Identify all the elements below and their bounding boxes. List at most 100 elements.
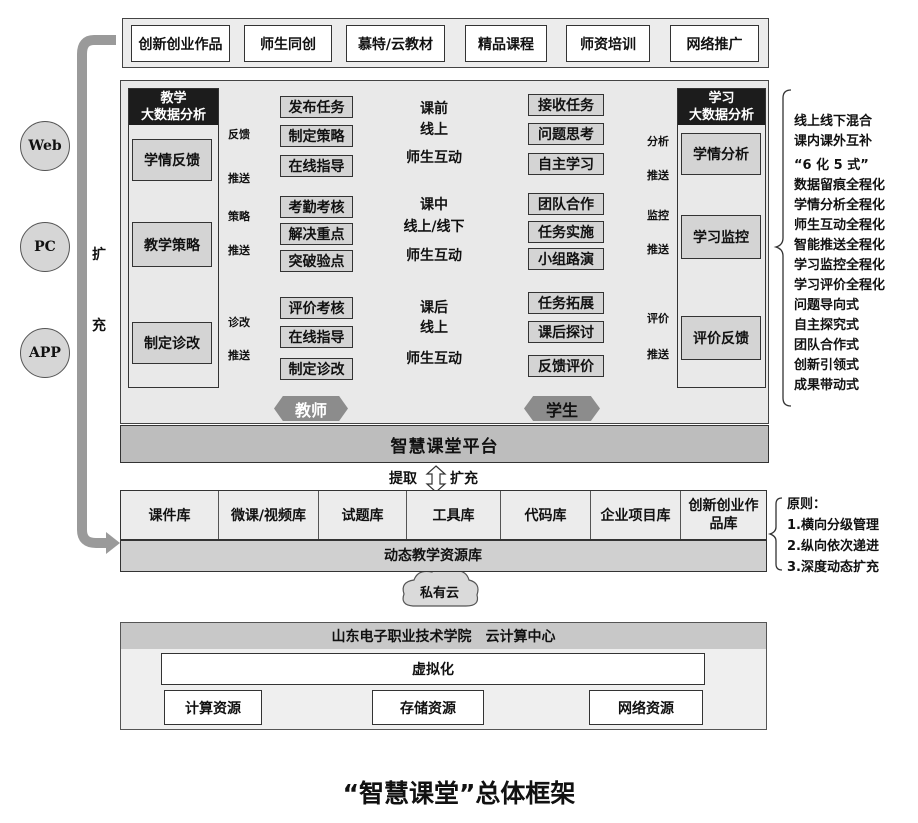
principle-item: 原则： (787, 497, 827, 512)
expand-label-1: 扩 (92, 247, 106, 263)
teacher-task: 评价考核 (280, 297, 353, 319)
product-label: 师资培训 (580, 36, 636, 53)
principle-item: 1.横向分级管理 (787, 518, 879, 533)
phase-interact: 师生互动 (406, 150, 462, 166)
channel-pc: PC (20, 222, 70, 272)
student-link-label: 分析 (647, 135, 669, 148)
product-box: 师资培训 (566, 25, 650, 62)
product-box: 网络推广 (670, 25, 759, 62)
main-panel (120, 80, 769, 424)
teacher-link-label: 推送 (228, 244, 250, 257)
feature-item: 自主探究式 (794, 318, 860, 333)
phase-name: 课后 (420, 300, 448, 316)
library-row: 课件库 微课/视频库 试题库 工具库 代码库 企业项目库 创新创业作品库 (120, 490, 767, 540)
feature-item: 师生互动全程化 (794, 218, 886, 233)
principles-list: 原则： 1.横向分级管理 2.纵向依次递进 3.深度动态扩充 (787, 494, 917, 578)
extract-label: 提取 (389, 471, 417, 487)
product-label: 精品课程 (478, 36, 534, 53)
phase-mode: 线上/线下 (403, 219, 465, 235)
library-cell: 创新创业作品库 (688, 498, 759, 532)
teacher-task: 制定策略 (280, 125, 353, 147)
student-link-label: 推送 (647, 169, 669, 182)
expand-label-2: 充 (92, 318, 106, 334)
teacher-analytics-item: 学情反馈 (132, 139, 212, 181)
library-cell: 代码库 (501, 491, 591, 539)
student-link-label: 监控 (647, 209, 669, 222)
teacher-link-label: 推送 (228, 349, 250, 362)
principle-item: 2.纵向依次递进 (787, 539, 879, 554)
feature-item: 线上线下混合 (794, 114, 873, 129)
storage-resource: 存储资源 (372, 690, 484, 725)
teacher-task: 发布任务 (280, 96, 353, 118)
teacher-task: 在线指导 (280, 326, 353, 348)
platform-bar: 智慧课堂平台 (120, 425, 769, 463)
student-task: 任务拓展 (528, 292, 604, 314)
teacher-task: 在线指导 (280, 155, 353, 177)
student-analytics-title-1: 学习 (708, 91, 735, 106)
product-box: 师生同创 (244, 25, 332, 62)
phase-name: 课前 (420, 101, 448, 117)
feature-item: 学情分析全程化 (794, 198, 886, 213)
teacher-analytics-header: 教学 大数据分析 (129, 89, 218, 125)
teacher-link-label: 反馈 (228, 128, 250, 141)
student-link-label: 推送 (647, 243, 669, 256)
resource-db-label: 动态教学资源库 (384, 548, 482, 564)
phase-mode: 线上 (420, 320, 448, 336)
feature-item: 学习监控全程化 (794, 258, 886, 273)
feature-item: 成果带动式 (794, 378, 860, 393)
teacher-analytics-item: 教学策略 (132, 222, 212, 267)
expand-label: 扩充 (450, 471, 478, 487)
network-resource: 网络资源 (589, 690, 703, 725)
feature-item: 团队合作式 (794, 338, 860, 353)
library-cell: 试题库 (319, 491, 407, 539)
student-analytics-item: 学习监控 (681, 215, 761, 259)
library-cell: 企业项目库 (591, 491, 681, 539)
product-label: 慕特/云教材 (357, 36, 434, 53)
virtualization-box: 虚拟化 (161, 653, 705, 685)
private-cloud-label: 私有云 (420, 586, 460, 601)
library-cell: 微课/视频库 (219, 491, 319, 539)
product-box: 创新创业作品 (131, 25, 230, 62)
figure-caption: “智慧课堂”总体框架 (342, 779, 576, 808)
teacher-task: 制定诊改 (280, 358, 353, 380)
role-teacher-badge: 教师 (274, 396, 348, 421)
library-cell: 工具库 (407, 491, 501, 539)
extract-expand-arrow (425, 465, 447, 493)
feature-item: “6 化 5 式” (794, 158, 869, 173)
student-task: 课后探讨 (528, 321, 604, 343)
phase-name: 课中 (420, 197, 448, 213)
student-task: 反馈评价 (528, 355, 604, 377)
resource-db-bar (120, 540, 767, 572)
role-student-badge: 学生 (524, 396, 600, 421)
teacher-analytics-item: 制定诊改 (132, 322, 212, 364)
student-analytics-header: 学习 大数据分析 (678, 89, 765, 125)
feature-item: 课内课外互补 (794, 134, 873, 149)
principles-brace (767, 497, 783, 571)
student-link-label: 评价 (647, 312, 669, 325)
product-label: 师生同创 (260, 36, 316, 53)
compute-resource: 计算资源 (164, 690, 262, 725)
phase-interact: 师生互动 (406, 351, 462, 367)
student-task: 团队合作 (528, 193, 604, 215)
feature-item: 问题导向式 (794, 298, 860, 313)
datacenter-title-bar: 山东电子职业技术学院 云计算中心 (121, 623, 766, 649)
teacher-analytics-title-2: 大数据分析 (140, 108, 206, 123)
channel-app: APP (20, 328, 70, 378)
teacher-analytics-title-1: 教学 (160, 91, 187, 106)
student-analytics-item: 学情分析 (681, 133, 761, 175)
features-list: 线上线下混合 课内课外互补 “6 化 5 式” 数据留痕全程化 学情分析全程化 … (794, 112, 918, 396)
product-box: 慕特/云教材 (346, 25, 445, 62)
product-box: 精品课程 (465, 25, 547, 62)
student-task: 问题思考 (528, 123, 604, 145)
phase-interact: 师生互动 (406, 248, 462, 264)
student-task: 小组路演 (528, 248, 604, 270)
phase-mode: 线上 (420, 122, 448, 138)
student-task: 任务实施 (528, 221, 604, 243)
product-label: 网络推广 (686, 36, 743, 53)
teacher-link-label: 诊改 (228, 316, 250, 329)
student-analytics-item: 评价反馈 (681, 316, 761, 360)
feature-item: 学习评价全程化 (794, 278, 886, 293)
teacher-task: 突破验点 (280, 250, 353, 272)
channel-web: Web (20, 121, 70, 171)
teacher-task: 考勤考核 (280, 196, 353, 218)
